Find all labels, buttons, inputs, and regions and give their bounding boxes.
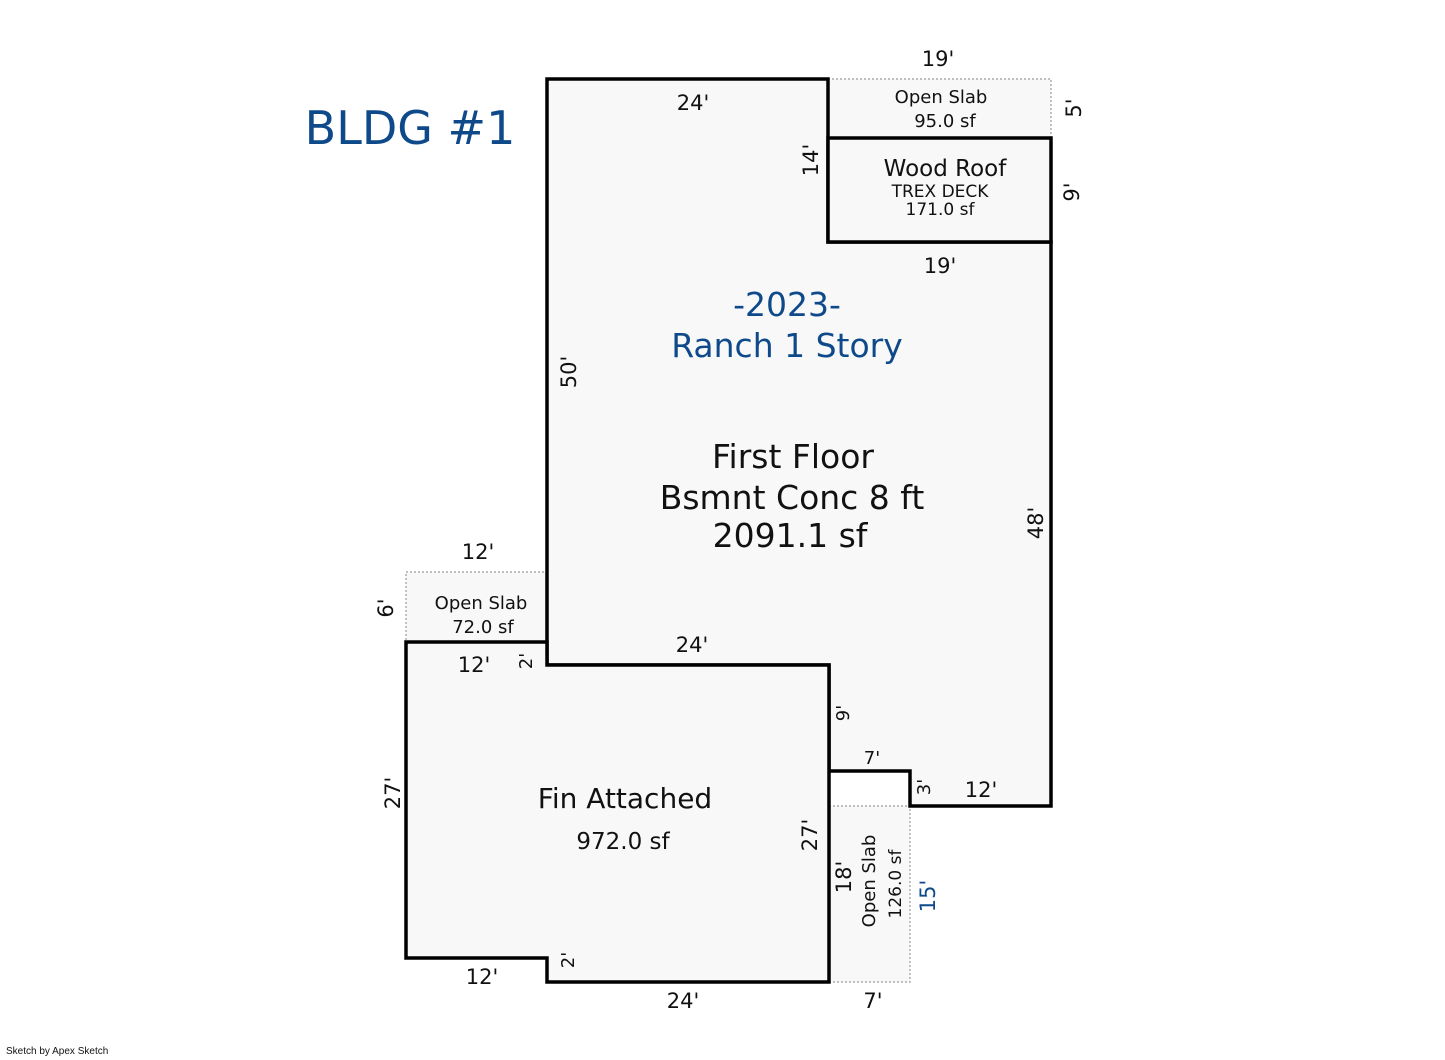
- main-basement-label: Bsmnt Conc 8 ft: [660, 478, 925, 517]
- footer-credit: Sketch by Apex Sketch: [6, 1046, 109, 1057]
- dim-garage-bottom-left: 12': [466, 965, 499, 989]
- wood-roof-outline: [826, 136, 1053, 244]
- wood-roof-note: TREX DECK: [891, 182, 990, 202]
- main-year-label: -2023-: [733, 285, 841, 324]
- fin-attached-title: Fin Attached: [538, 782, 712, 815]
- open-slab-top-area: [827, 78, 1052, 139]
- wood-roof-fill: [828, 138, 1051, 242]
- open-slab-left-area-label: 72.0 sf: [452, 617, 514, 638]
- dim-notch-bottom: 12': [965, 778, 998, 802]
- dim-deck-right: 9': [1060, 182, 1084, 201]
- dim-left-slab-width: 12': [462, 540, 495, 564]
- main-house-fill: [547, 79, 1051, 806]
- building-title: BLDG #1: [305, 101, 516, 155]
- open-slab-left-title: Open Slab: [435, 593, 528, 614]
- fin-attached-area-label: 972.0 sf: [576, 829, 670, 855]
- dim-main-bottom: 24': [676, 633, 709, 657]
- open-slab-left-area: [405, 571, 547, 643]
- dim-garage-right: 27': [798, 819, 822, 852]
- wood-roof-title: Wood Roof: [884, 156, 1008, 182]
- dim-garage-right-upper: 9': [833, 705, 854, 721]
- dim-notch-height: 3': [914, 779, 935, 795]
- dim-main-right: 48': [1024, 507, 1048, 540]
- dim-deck-left: 14': [799, 144, 823, 177]
- dim-slab-right-outer: 15': [916, 880, 940, 913]
- wood-roof-area: 171.0 sf: [906, 200, 976, 220]
- main-floor-label: First Floor: [712, 437, 874, 476]
- fin-attached-fill: [406, 642, 829, 982]
- dim-garage-bottom: 24': [667, 989, 700, 1013]
- dim-garage-bottom-step: 2': [558, 952, 579, 968]
- open-slab-top-area-label: 95.0 sf: [914, 111, 976, 132]
- dim-notch-width: 7': [864, 748, 880, 769]
- dim-top-slab-width: 19': [922, 47, 955, 71]
- dim-deck-bottom: 19': [924, 254, 957, 278]
- dim-garage-left: 27': [381, 777, 405, 810]
- dim-garage-step: 2': [516, 653, 537, 669]
- open-slab-right-area-label: 126.0 sf: [886, 849, 906, 919]
- dim-top-slab-height: 5': [1062, 98, 1086, 117]
- dim-main-top: 24': [677, 91, 710, 115]
- fin-attached-outline: [404, 640, 831, 984]
- open-slab-top-title: Open Slab: [895, 87, 988, 108]
- main-style-label: Ranch 1 Story: [671, 326, 903, 365]
- open-slab-right-area: [828, 805, 911, 983]
- dim-left-slab-height: 6': [374, 598, 398, 617]
- dim-slab-right-bottom: 7': [863, 989, 882, 1013]
- dim-slab-right-inner: 18': [832, 861, 856, 894]
- dim-main-left: 50': [557, 356, 581, 389]
- main-area-label: 2091.1 sf: [713, 516, 869, 555]
- open-slab-right-title: Open Slab: [859, 835, 880, 928]
- dim-garage-top-left: 12': [458, 653, 491, 677]
